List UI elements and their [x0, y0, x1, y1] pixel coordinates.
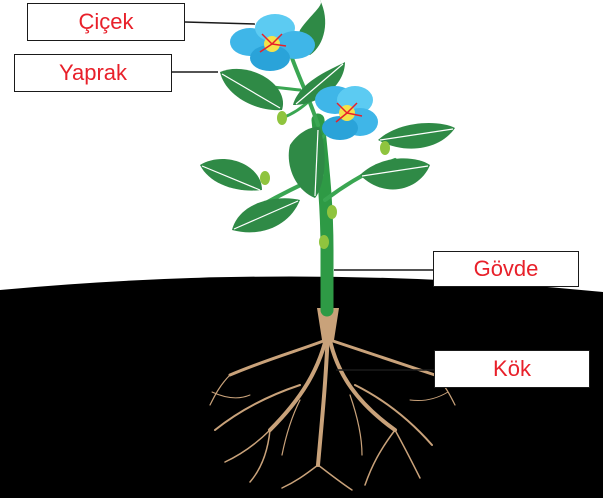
flower-label: Çiçek — [27, 3, 185, 41]
root-label-text: Kök — [493, 356, 531, 382]
root-label: Kök — [434, 350, 590, 388]
leader-line-flower — [185, 22, 255, 24]
flower-top — [230, 14, 315, 71]
stem-label-text: Gövde — [474, 256, 539, 282]
leaf-label-text: Yaprak — [59, 60, 127, 86]
stem-label: Gövde — [433, 251, 579, 287]
flower-label-text: Çiçek — [78, 9, 133, 35]
flower-middle — [315, 86, 378, 140]
leaf-label: Yaprak — [14, 54, 172, 92]
